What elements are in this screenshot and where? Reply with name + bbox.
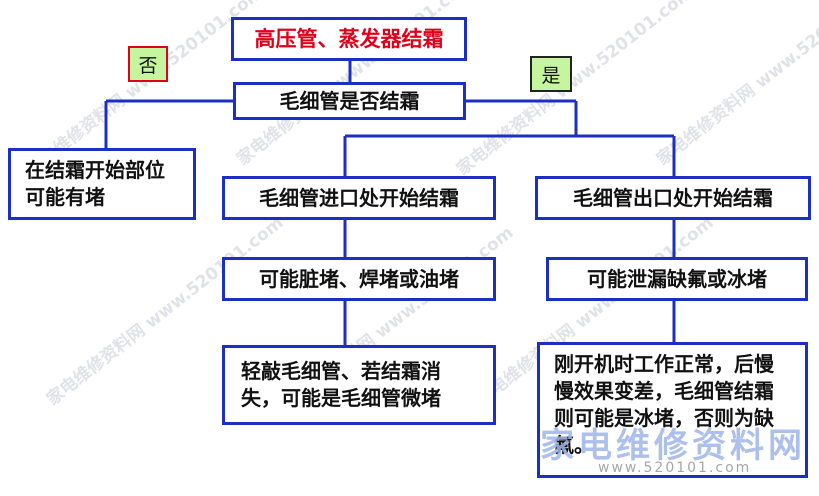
outlet-cause-box: 可能泄漏缺氟或冰堵 [546,257,808,301]
inlet-action-text: 轻敲毛细管、若结霜消失，可能是毛细管微堵 [241,359,441,410]
yes-label: 是 [530,56,572,92]
title-box: 高压管、蒸发器结霜 [231,17,467,61]
inlet-start-text: 毛细管进口处开始结霜 [259,185,459,210]
outlet-cause-text: 可能泄漏缺氟或冰堵 [587,266,767,291]
outlet-start-box: 毛细管出口处开始结霜 [535,176,811,220]
inlet-cause-box: 可能脏堵、焊堵或油堵 [222,257,496,301]
no-branch-text: 在结霜开始部位可能有堵 [25,158,165,209]
question-text: 毛细管是否结霜 [279,88,420,113]
title-text: 高压管、蒸发器结霜 [254,26,444,51]
inlet-action-box: 轻敲毛细管、若结霜消失，可能是毛细管微堵 [222,345,496,425]
yes-label-text: 是 [541,64,561,87]
inlet-start-box: 毛细管进口处开始结霜 [222,176,496,220]
outlet-action-text: 刚开机时工作正常，后慢慢效果变差，毛细管结霜则可能是冰堵，否则为缺氟。 [554,352,774,457]
no-label: 否 [128,46,168,82]
outlet-action-box: 刚开机时工作正常，后慢慢效果变差，毛细管结霜则可能是冰堵，否则为缺氟。 [537,342,808,478]
question-box: 毛细管是否结霜 [233,82,466,120]
no-label-text: 否 [138,54,158,77]
no-branch-box: 在结霜开始部位可能有堵 [8,148,196,220]
inlet-cause-text: 可能脏堵、焊堵或油堵 [259,266,459,291]
outlet-start-text: 毛细管出口处开始结霜 [573,185,773,210]
